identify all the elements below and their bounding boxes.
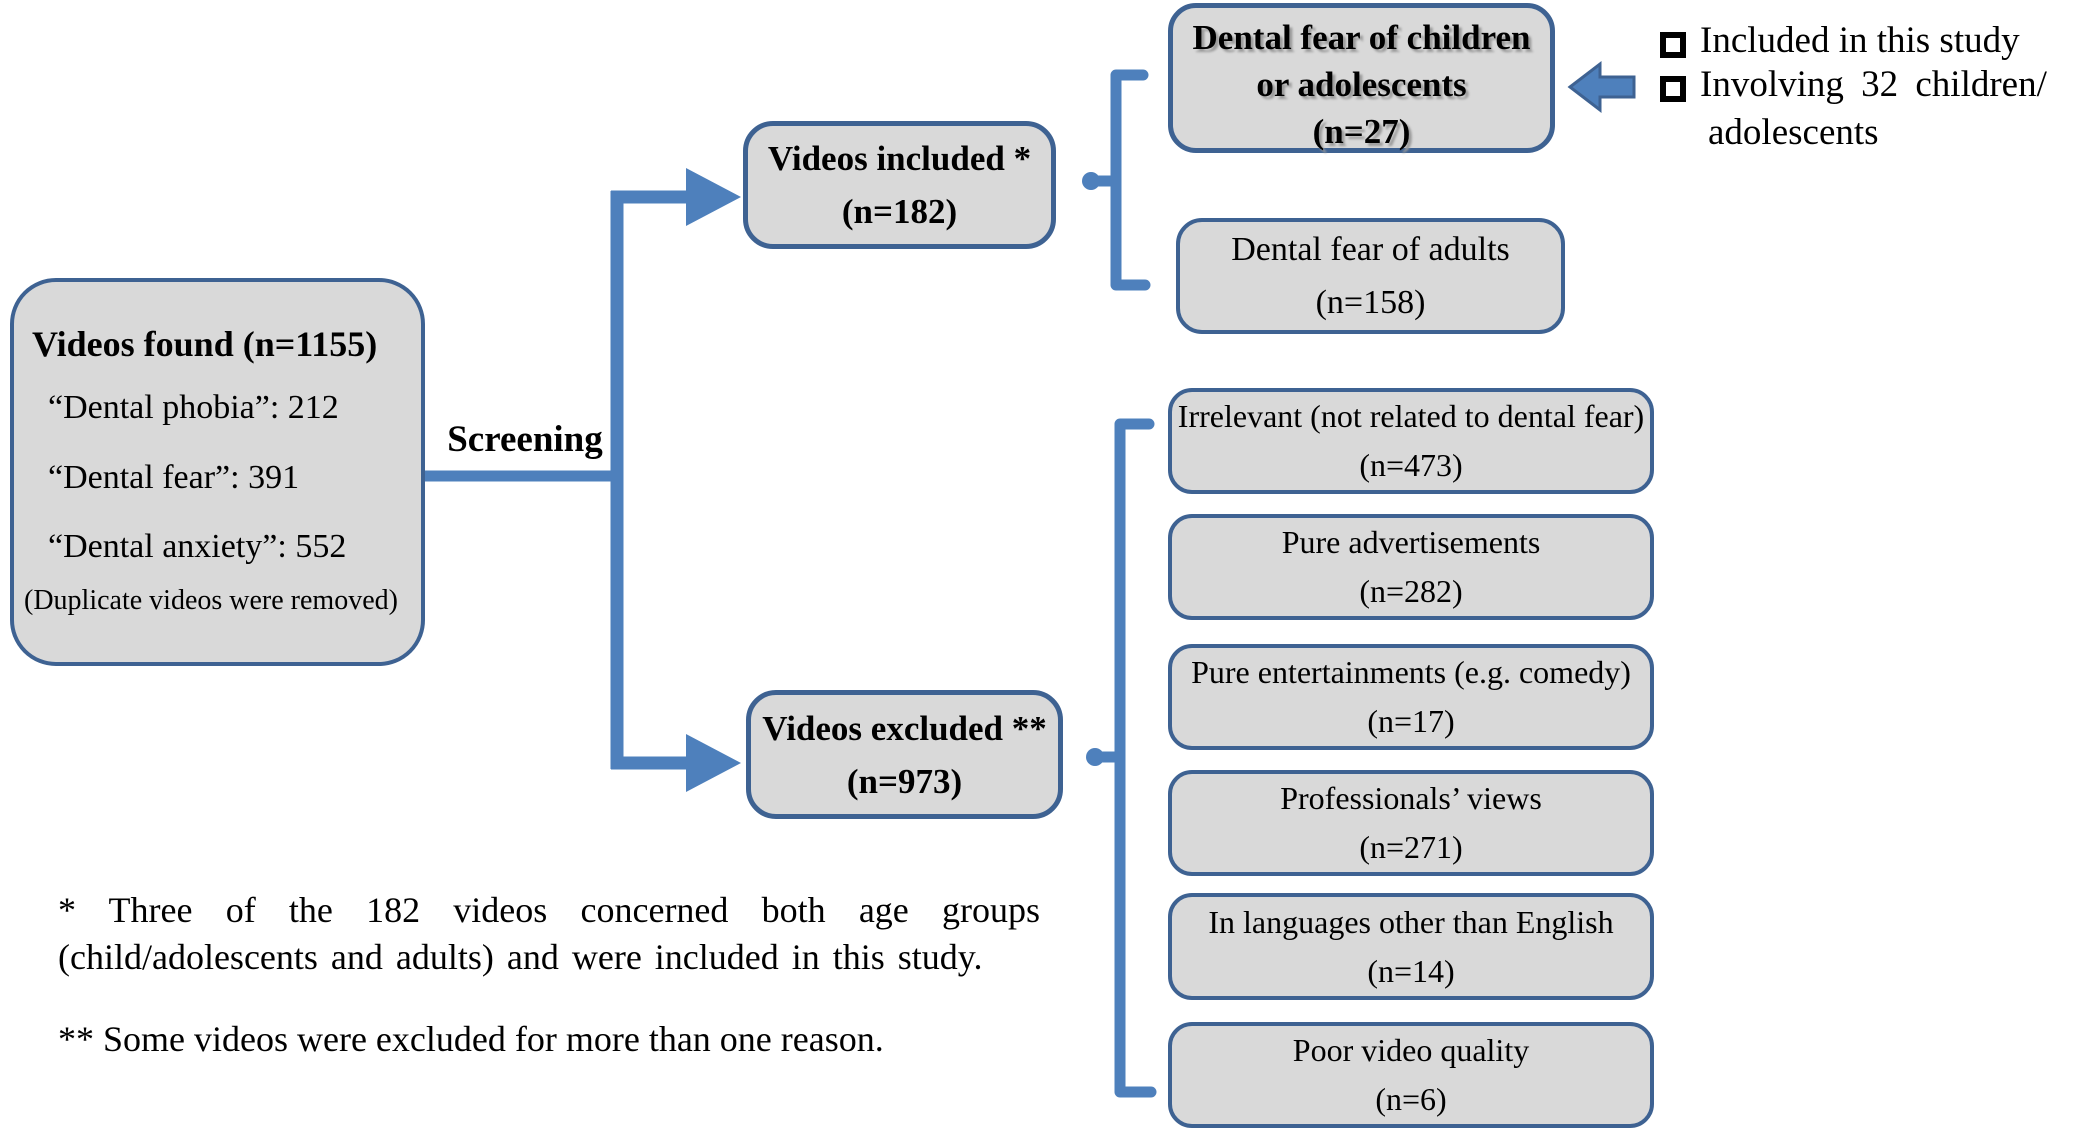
videos-excluded-box: Videos excluded ** (n=973) <box>746 690 1063 819</box>
screening-label: Screening <box>447 419 603 460</box>
exclusion-count: (n=282) <box>1359 573 1463 609</box>
exclusion-box-advertisements: Pure advertisements (n=282) <box>1168 514 1654 620</box>
adults-box-line1: Dental fear of adults <box>1231 231 1510 268</box>
legend-item-involving-cont: adolescents <box>1708 112 1879 153</box>
exclusion-box-professionals: Professionals’ views (n=271) <box>1168 770 1654 876</box>
videos-found-box: Videos found (n=1155) “Dental phobia”: 2… <box>10 278 425 666</box>
exclusion-box-languages: In languages other than English (n=14) <box>1168 893 1654 1000</box>
excluded-bracket <box>1086 418 1157 1098</box>
exclusion-count: (n=6) <box>1375 1081 1447 1117</box>
exclusion-count: (n=271) <box>1359 829 1463 865</box>
legend-item-involving: Involving 32 children/ <box>1700 64 2047 105</box>
included-arrow <box>611 168 741 226</box>
children-box-line2: or adolescents <box>1256 65 1467 104</box>
included-bracket <box>1082 69 1151 291</box>
legend-item-included: Included in this study <box>1700 20 2020 61</box>
videos-found-title: Videos found (n=1155) <box>32 324 378 364</box>
square-bullet-icon <box>1660 76 1686 102</box>
exclusion-count: (n=473) <box>1359 447 1463 483</box>
exclusion-box-irrelevant: Irrelevant (not related to dental fear) … <box>1168 388 1654 494</box>
adults-box-count: (n=158) <box>1315 284 1426 321</box>
exclusion-box-entertainments: Pure entertainments (e.g. comedy) (n=17) <box>1168 644 1654 750</box>
adults-box: Dental fear of adults (n=158) <box>1176 218 1565 334</box>
exclusion-label: Professionals’ views <box>1280 780 1542 816</box>
exclusion-label: Poor video quality <box>1292 1032 1530 1068</box>
videos-excluded-line1: Videos excluded ** <box>762 708 1047 748</box>
children-box-count: (n=27) <box>1312 112 1411 151</box>
exclusion-count: (n=14) <box>1367 952 1455 989</box>
videos-included-count: (n=182) <box>841 192 958 231</box>
search-term-phobia: “Dental phobia”: 212 <box>48 389 339 426</box>
footnote-asterisk-line1: * Three of the 182 videos concerned both… <box>58 890 1040 930</box>
square-bullet-icon <box>1660 32 1686 58</box>
exclusion-count: (n=17) <box>1367 703 1455 739</box>
excluded-arrow <box>611 734 741 792</box>
footnote-asterisk-line2: (child/adolescents and adults) and were … <box>58 937 983 977</box>
videos-excluded-count: (n=973) <box>846 761 963 801</box>
exclusion-label: Pure advertisements <box>1281 524 1541 560</box>
legend-arrow-icon <box>1567 60 1636 114</box>
duplicates-note: (Duplicate videos were removed) <box>24 585 398 616</box>
exclusion-box-quality: Poor video quality (n=6) <box>1168 1022 1654 1128</box>
children-adolescents-box: Dental fear of children or adolescents (… <box>1168 3 1555 153</box>
children-box-line1: Dental fear of children <box>1192 18 1531 57</box>
exclusion-label: In languages other than English <box>1208 903 1614 940</box>
footnote-double-asterisk: ** Some videos were excluded for more th… <box>58 1019 884 1059</box>
videos-included-box: Videos included * (n=182) <box>743 121 1056 249</box>
videos-included-line1: Videos included * <box>767 139 1032 178</box>
exclusion-label: Irrelevant (not related to dental fear) <box>1177 398 1645 434</box>
search-term-fear: “Dental fear”: 391 <box>48 459 300 496</box>
exclusion-label: Pure entertainments (e.g. comedy) <box>1191 654 1631 690</box>
search-term-anxiety: “Dental anxiety”: 552 <box>48 528 347 565</box>
